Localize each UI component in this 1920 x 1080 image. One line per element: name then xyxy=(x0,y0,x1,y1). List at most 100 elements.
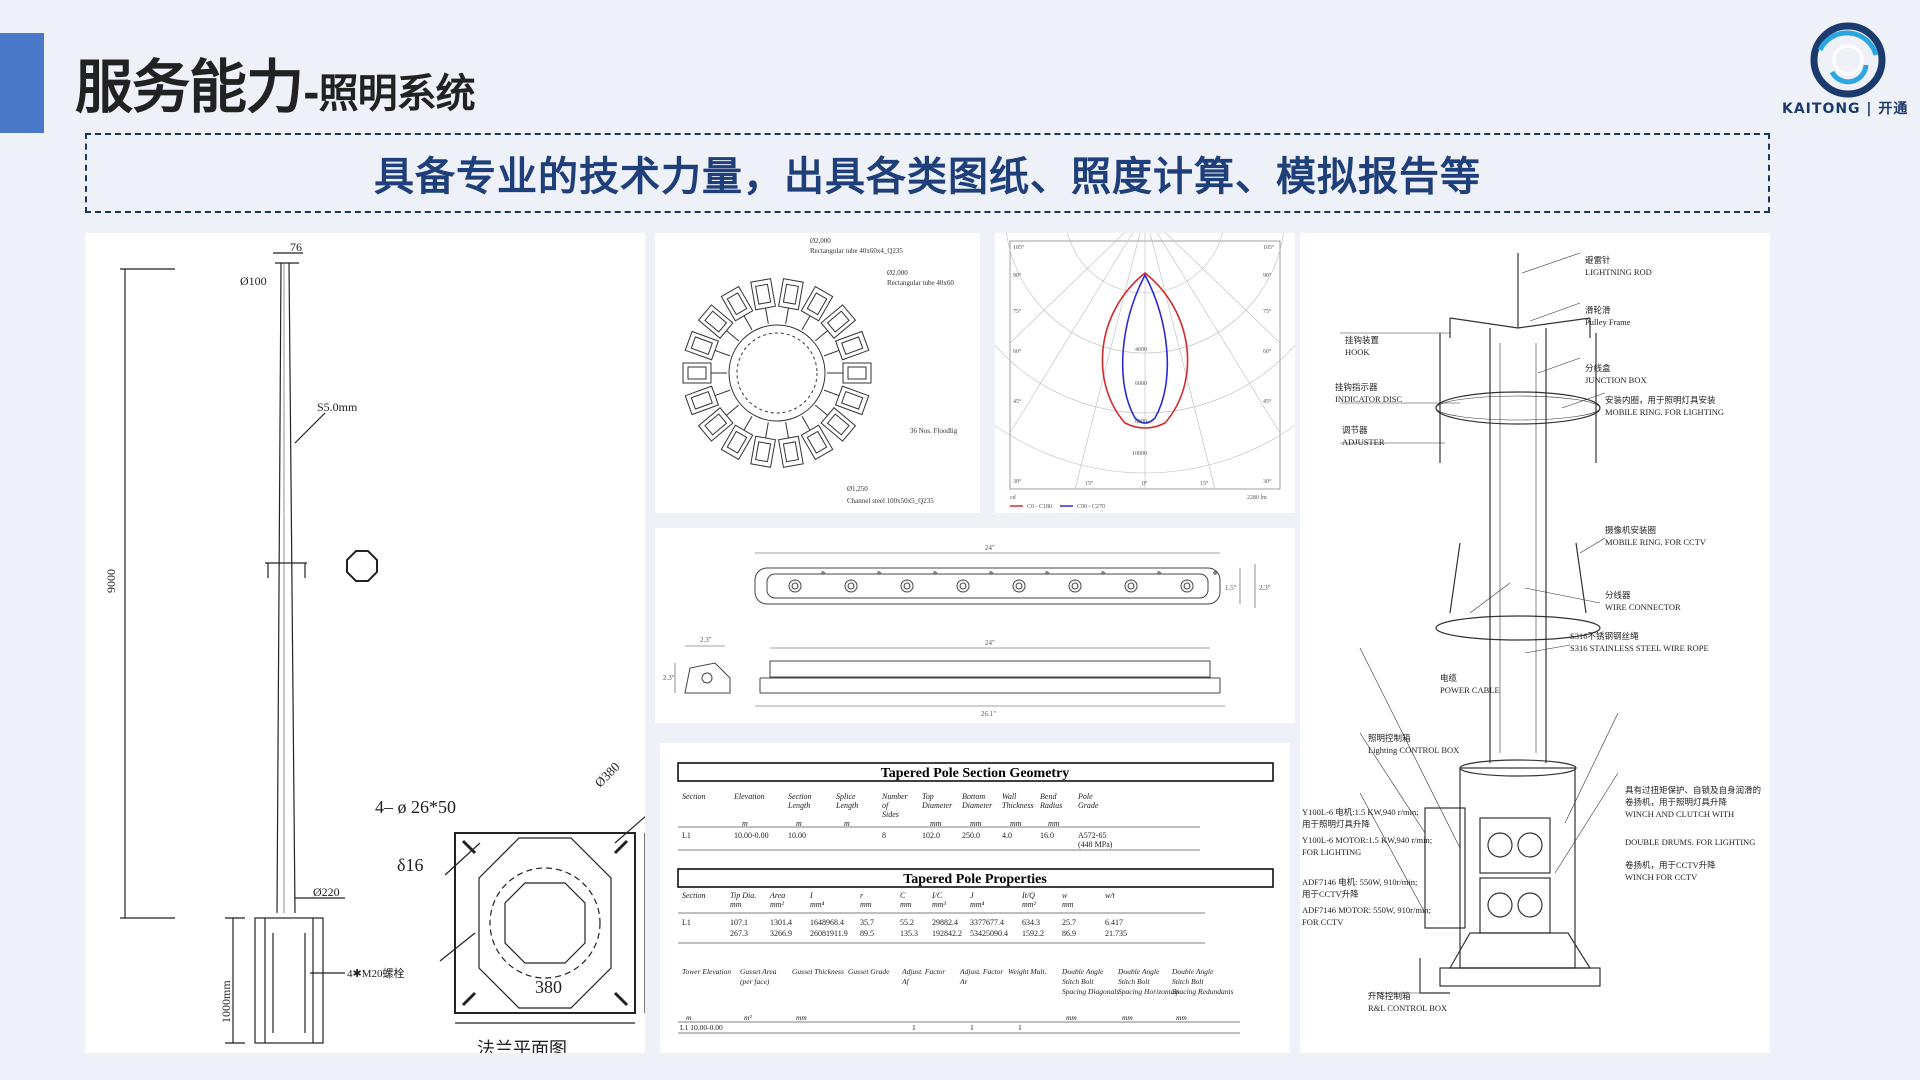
table1-unit: mm xyxy=(970,819,982,828)
table2-cell: 107.1 xyxy=(730,918,748,927)
floodlight-fixture xyxy=(750,435,776,468)
mast-label-en: HOOK xyxy=(1345,347,1370,357)
mast-label-en: POWER CABLE xyxy=(1440,685,1500,695)
polar-tick: 15° xyxy=(1085,480,1094,487)
table3-unit: mm xyxy=(796,1013,807,1022)
led-lens xyxy=(844,579,858,593)
led-lens xyxy=(1180,579,1194,593)
floodlight-fixture xyxy=(682,362,712,384)
table3-unit: mm xyxy=(1176,1013,1187,1022)
polar-unit: cd xyxy=(1010,495,1016,501)
table2-cell: 25.7 xyxy=(1062,918,1076,927)
table3-header: Gusset Grade xyxy=(848,967,890,976)
table2-cell: 135.3 xyxy=(900,929,918,938)
mast-label-cn: 照明控制箱 xyxy=(1368,733,1411,743)
table2-cell: 6.417 xyxy=(1105,918,1123,927)
table1-header: Bend xyxy=(1040,792,1057,801)
table1-header: Radius xyxy=(1039,801,1062,810)
table3-header: Double Angle xyxy=(1171,967,1214,976)
mast-label-cn: 调节器 xyxy=(1342,425,1368,435)
polar-tick: 60° xyxy=(1263,348,1272,355)
table2-unit: mm xyxy=(900,900,912,909)
mast-label-cn: 滑轮滑 xyxy=(1585,305,1611,315)
mast-label-cn: 分线盒 xyxy=(1585,363,1611,373)
table1-unit: mm xyxy=(930,819,942,828)
logo-text: KAITONG | 开通 xyxy=(1782,101,1909,117)
polar-radial: 10000 xyxy=(1132,451,1147,457)
table3-header: Af xyxy=(901,977,910,986)
polar-tick: 45° xyxy=(1263,398,1272,405)
table2-cell: 21.735 xyxy=(1105,929,1127,938)
table2-header: I xyxy=(809,891,813,900)
led-lens xyxy=(1012,579,1026,593)
polar-tick: 90° xyxy=(1013,272,1022,279)
table2-header: r xyxy=(860,891,864,900)
floodlight-fixture xyxy=(820,407,857,442)
table2-unit: mm³ xyxy=(932,900,947,909)
table1-cell: 8 xyxy=(882,831,886,840)
table2-cell: 192842.2 xyxy=(932,929,962,938)
table3-cell: 1 xyxy=(912,1023,916,1032)
table3-header: Adjust. Factor xyxy=(959,967,1003,976)
mast-label-cn: 电缆 xyxy=(1440,673,1458,683)
table3-header: Gusset Thickness xyxy=(792,967,844,976)
table1-cell: A572-65 xyxy=(1078,831,1106,840)
table1-header: Top xyxy=(922,792,934,801)
floodlight-fixture xyxy=(800,285,834,322)
table1-cell: L1 xyxy=(682,831,691,840)
table1-header: Wall xyxy=(1002,792,1017,801)
table1-cell: 250.0 xyxy=(962,831,980,840)
table2-cell: 1301.4 xyxy=(770,918,792,927)
table1-header: of xyxy=(882,801,890,810)
table3-unit: m² xyxy=(744,1013,752,1022)
table2-unit: mm⁴ xyxy=(970,900,985,909)
table1-header: Elevation xyxy=(733,792,765,801)
table2-header: Tip Dia. xyxy=(730,891,756,900)
fl-label-1: Ø2,000 xyxy=(810,237,831,245)
table2-title: Tapered Pole Properties xyxy=(903,872,1047,887)
pole-height: 9000 xyxy=(104,569,118,593)
table2-cell: 3266.9 xyxy=(770,929,792,938)
polar-tick: 0° xyxy=(1142,480,1148,487)
floodlight-fixture xyxy=(778,278,804,311)
table3-header: Spacing Diagonals xyxy=(1062,987,1119,996)
table3-header: Stitch Bolt xyxy=(1062,977,1094,986)
table1-header: Grade xyxy=(1078,801,1099,810)
table2-unit: mm xyxy=(860,900,872,909)
table3-header: Stitch Bolt xyxy=(1118,977,1150,986)
floodlight-fixture xyxy=(697,407,734,442)
table1-unit: m xyxy=(796,819,802,828)
table2-cell: 53425090.4 xyxy=(970,929,1008,938)
table2-cell: 3377677.4 xyxy=(970,918,1004,927)
table1-header: Pole xyxy=(1077,792,1093,801)
table3-cell: 1 xyxy=(1018,1023,1022,1032)
fl-label-3: Ø2,000 xyxy=(887,269,908,277)
mast-label-cn: 摄像机安装圈 xyxy=(1605,525,1656,535)
table2-unit: mm⁴ xyxy=(810,900,825,909)
table1-header: Section xyxy=(682,792,706,801)
mast-label-cn: S316不锈钢钢丝绳 xyxy=(1570,631,1639,641)
table3-header: Weight Mult. xyxy=(1008,967,1047,976)
ll-len-bot: 26.1" xyxy=(981,710,996,718)
flange-holes: 4– ø 26*50 xyxy=(375,797,456,817)
mast-label-en: R&L CONTROL BOX xyxy=(1368,1003,1447,1013)
table2-cell: 89.5 xyxy=(860,929,874,938)
mast-label-en: Pulley Frame xyxy=(1585,317,1631,327)
mast-label-cn: 卷扬机，用于照明灯具升降 xyxy=(1625,797,1728,807)
ll-side-h: 2.3" xyxy=(663,674,675,682)
floodlight-fixture xyxy=(800,424,834,461)
mast-label-cn: 具有过扭矩保护、自锁及自身润滑的 xyxy=(1625,785,1761,795)
floodlight-layout-panel: Ø2,000 Rectangular tube 40x60x4_Q235 Ø2,… xyxy=(655,233,980,513)
table2-unit: mm xyxy=(730,900,742,909)
mast-label-cn: Y100L-6 电机:1.5 KW,940 r/min; xyxy=(1302,807,1419,817)
table2-cell: 55.2 xyxy=(900,918,914,927)
mast-label-en: WIRE CONNECTOR xyxy=(1605,602,1681,612)
polar-legend-1: C0 - C180 xyxy=(1027,504,1052,510)
polar-tick: 15° xyxy=(1200,480,1209,487)
flange-width: 380 xyxy=(535,977,562,997)
mast-label-en: WINCH AND CLUTCH WITH xyxy=(1625,809,1734,819)
page-title: 服务能力-照明系统 xyxy=(75,53,476,121)
mast-label-en: FOR CCTV xyxy=(1302,917,1344,927)
